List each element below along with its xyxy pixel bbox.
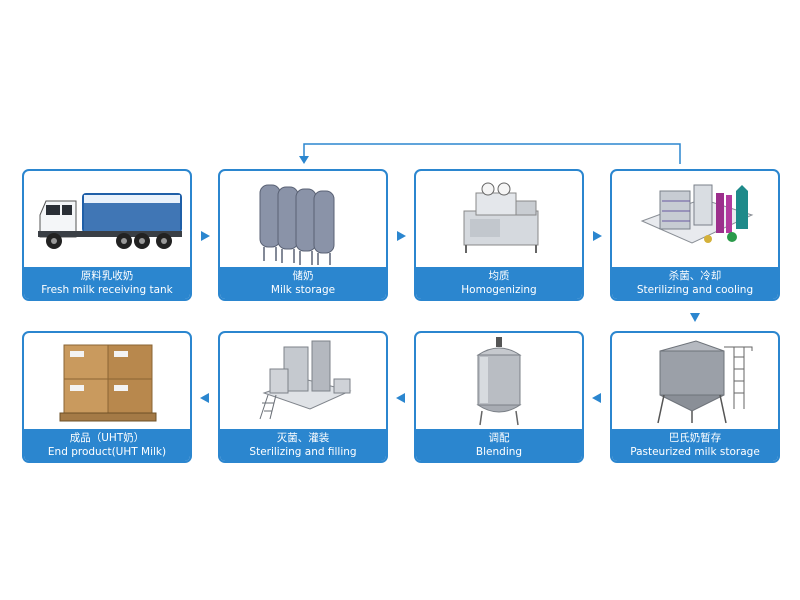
- arrow-right-3: [593, 231, 602, 241]
- step-card-blending: 调配 Blending: [414, 331, 584, 463]
- step-label-en: Milk storage: [270, 284, 336, 296]
- step-label: 均质 Homogenizing: [416, 267, 582, 299]
- step-label-en: Fresh milk receiving tank: [41, 284, 173, 296]
- step-label-en: Blending: [475, 446, 523, 458]
- arrow-left-1: [592, 393, 601, 403]
- step-label-zh: 杀菌、冷却: [668, 270, 722, 282]
- loop-back-arrow: [299, 143, 681, 164]
- step-card-end-product: 成品（UHT奶） End product(UHT Milk): [22, 331, 192, 463]
- step-label: 杀菌、冷却 Sterilizing and cooling: [612, 267, 778, 299]
- arrow-right-1: [201, 231, 210, 241]
- blending-tank-icon: [476, 337, 522, 426]
- step-label-zh: 成品（UHT奶）: [69, 432, 145, 444]
- step-card-milk-storage: 储奶 Milk storage: [218, 169, 388, 301]
- arrow-right-2: [397, 231, 406, 241]
- step-label-zh: 调配: [488, 432, 510, 444]
- step-label-zh: 灭菌、灌装: [276, 432, 330, 444]
- step-label: 成品（UHT奶） End product(UHT Milk): [24, 429, 190, 461]
- boxed-pallet-icon: [59, 344, 157, 422]
- step-card-homogenizing: 均质 Homogenizing: [414, 169, 584, 301]
- step-label: 原料乳收奶 Fresh milk receiving tank: [24, 267, 190, 299]
- milk-tanker-truck-icon: [38, 193, 182, 249]
- step-label-en: Sterilizing and cooling: [636, 284, 754, 296]
- step-label: 灭菌、灌装 Sterilizing and filling: [220, 429, 386, 461]
- step-label: 调配 Blending: [416, 429, 582, 461]
- storage-silos-icon: [259, 184, 335, 265]
- step-card-pasteurized-storage: 巴氏奶暂存 Pasteurized milk storage: [610, 331, 780, 463]
- arrow-left-3: [200, 393, 209, 403]
- step-label-zh: 巴氏奶暂存: [668, 432, 722, 444]
- step-label-zh: 储奶: [292, 270, 314, 282]
- arrow-left-2: [396, 393, 405, 403]
- step-card-sterilizing-filling: 灭菌、灌装 Sterilizing and filling: [218, 331, 388, 463]
- step-label: 巴氏奶暂存 Pasteurized milk storage: [612, 429, 778, 461]
- step-label: 储奶 Milk storage: [220, 267, 386, 299]
- step-label-zh: 原料乳收奶: [80, 270, 134, 282]
- homogenizer-machine-icon: [463, 182, 539, 253]
- arrow-down: [690, 313, 700, 322]
- step-card-sterilizing-cooling: 杀菌、冷却 Sterilizing and cooling: [610, 169, 780, 301]
- step-label-en: End product(UHT Milk): [47, 446, 167, 458]
- step-label-en: Pasteurized milk storage: [630, 446, 760, 458]
- step-label-en: Sterilizing and filling: [249, 446, 357, 458]
- sterilizer-plant-icon: [640, 184, 754, 244]
- filling-machine-icon: [259, 340, 352, 420]
- step-label-en: Homogenizing: [461, 284, 537, 296]
- step-label-zh: 均质: [488, 270, 510, 282]
- pasteurized-tank-icon: [657, 340, 753, 424]
- step-card-fresh-milk: 原料乳收奶 Fresh milk receiving tank: [22, 169, 192, 301]
